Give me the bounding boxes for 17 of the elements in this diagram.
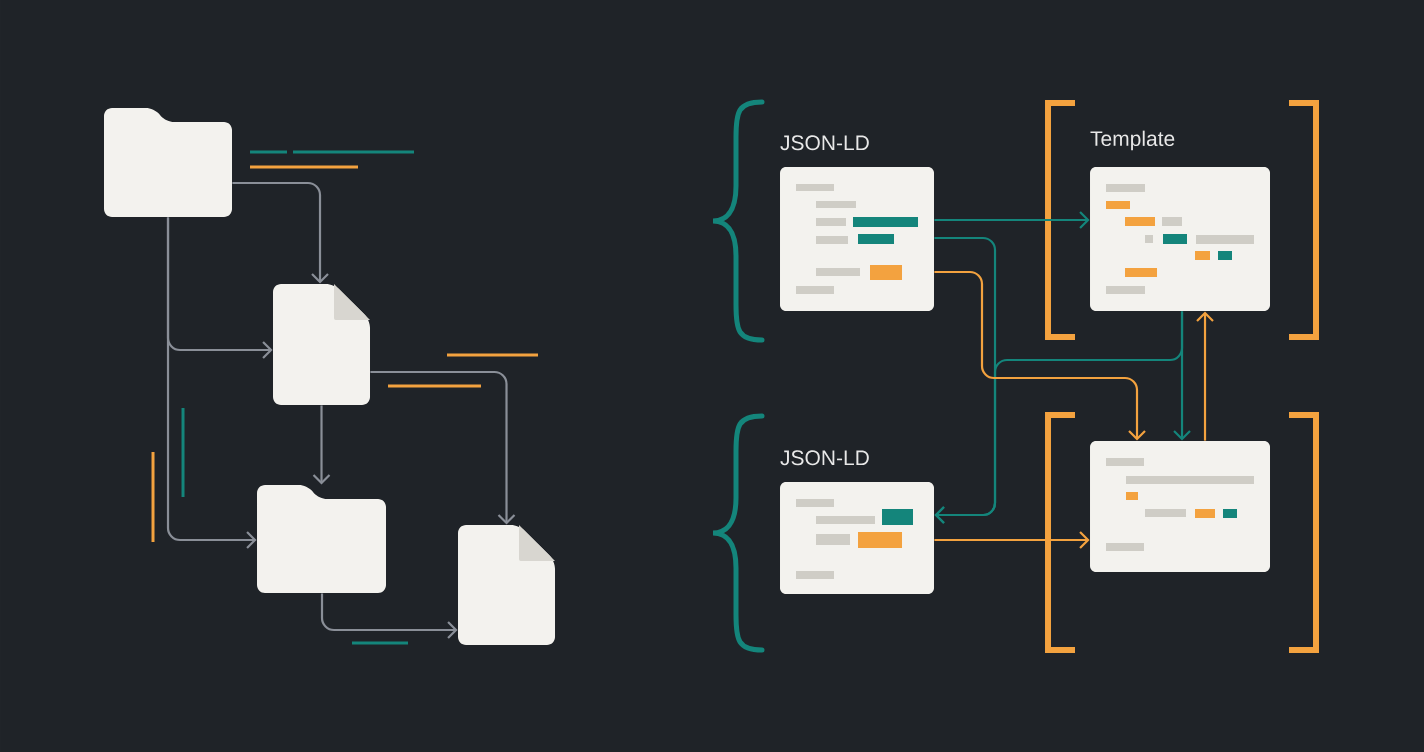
arrow bbox=[232, 181, 329, 284]
folder-icon bbox=[104, 108, 232, 217]
arrow bbox=[320, 593, 458, 639]
arrow bbox=[370, 370, 516, 525]
arrow bbox=[166, 217, 257, 549]
file-icon bbox=[273, 284, 370, 405]
card-heading: JSON-LD bbox=[780, 135, 869, 151]
arrow bbox=[312, 405, 331, 485]
arrow bbox=[934, 270, 1146, 441]
card-heading: Template bbox=[1090, 130, 1175, 151]
arrow bbox=[934, 531, 1090, 549]
card-heading: JSON-LD bbox=[780, 450, 869, 466]
arrow bbox=[1196, 311, 1214, 441]
arrow bbox=[934, 211, 1090, 229]
arrow bbox=[1173, 311, 1191, 441]
folder-icon bbox=[257, 485, 386, 593]
file-icon bbox=[458, 525, 555, 645]
